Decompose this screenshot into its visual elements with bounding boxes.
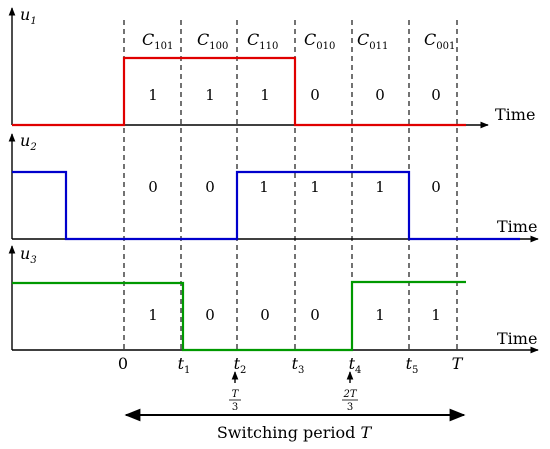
u3-time-label: Time: [497, 329, 537, 348]
state-value: 0: [148, 178, 158, 196]
u2-time-label: Time: [497, 217, 537, 236]
state-value: 0: [205, 178, 215, 196]
config-label: C011: [357, 30, 388, 52]
panel-u2: u2 Time 0 0 1 1 1 0: [8, 131, 539, 243]
state-value: 1: [310, 178, 320, 196]
config-label: C100: [197, 30, 228, 52]
config-label: C110: [247, 30, 278, 52]
u3-waveform: [12, 280, 466, 352]
u1-label: u1: [20, 5, 37, 27]
state-value: 1: [375, 306, 385, 324]
time-tick-labels: 0 t1 t2 t3 t4 t5 T: [118, 354, 464, 376]
time-boundaries: [123, 20, 458, 352]
u3-state-values: 1 0 0 0 1 1: [148, 306, 441, 324]
marker-denominator: 3: [347, 402, 353, 413]
state-value: 0: [260, 306, 270, 324]
switching-period: Switching period T: [124, 408, 466, 442]
marker-denominator: 3: [232, 402, 238, 413]
u2-label: u2: [20, 131, 37, 153]
state-value: 1: [205, 86, 215, 104]
tick-label: t5: [406, 354, 419, 376]
state-value: 0: [375, 86, 385, 104]
u1-state-values: 1 1 1 0 0 0: [148, 86, 441, 104]
state-value: 0: [205, 306, 215, 324]
state-value: 0: [431, 178, 441, 196]
u2-state-values: 0 0 1 1 1 0: [148, 178, 441, 196]
config-label: C101: [142, 30, 173, 52]
period-label: Switching period T: [217, 423, 373, 442]
tick-label: t1: [178, 354, 191, 376]
state-value: 0: [431, 86, 441, 104]
tick-label: t3: [292, 354, 305, 376]
tick-label: t2: [234, 354, 247, 376]
state-value: 0: [310, 86, 320, 104]
state-value: 1: [259, 178, 269, 196]
marker-numerator: T: [232, 389, 240, 400]
state-value: 1: [148, 306, 158, 324]
u2-waveform: [12, 170, 520, 241]
config-label: C010: [304, 30, 335, 52]
state-value: 1: [431, 306, 441, 324]
state-value: 1: [148, 86, 158, 104]
u3-label: u3: [20, 244, 37, 266]
u1-waveform: [12, 56, 466, 127]
tick-label: T: [452, 354, 464, 373]
marker-numerator: 2T: [342, 389, 357, 400]
state-value: 0: [310, 306, 320, 324]
u1-time-label: Time: [495, 105, 535, 124]
config-label: C001: [424, 30, 455, 52]
fraction-markers: T 3 2T 3: [229, 371, 358, 413]
panel-u1: u1 Time C101 C100 C110 C010 C011 C001 1 …: [8, 5, 535, 129]
configuration-labels: C101 C100 C110 C010 C011 C001: [142, 30, 455, 52]
state-value: 1: [260, 86, 270, 104]
tick-label: 0: [118, 354, 128, 373]
tick-label: t4: [349, 354, 362, 376]
state-value: 1: [375, 178, 385, 196]
panel-u3: u3 Time 1 0 0 0 1 1: [8, 244, 539, 354]
